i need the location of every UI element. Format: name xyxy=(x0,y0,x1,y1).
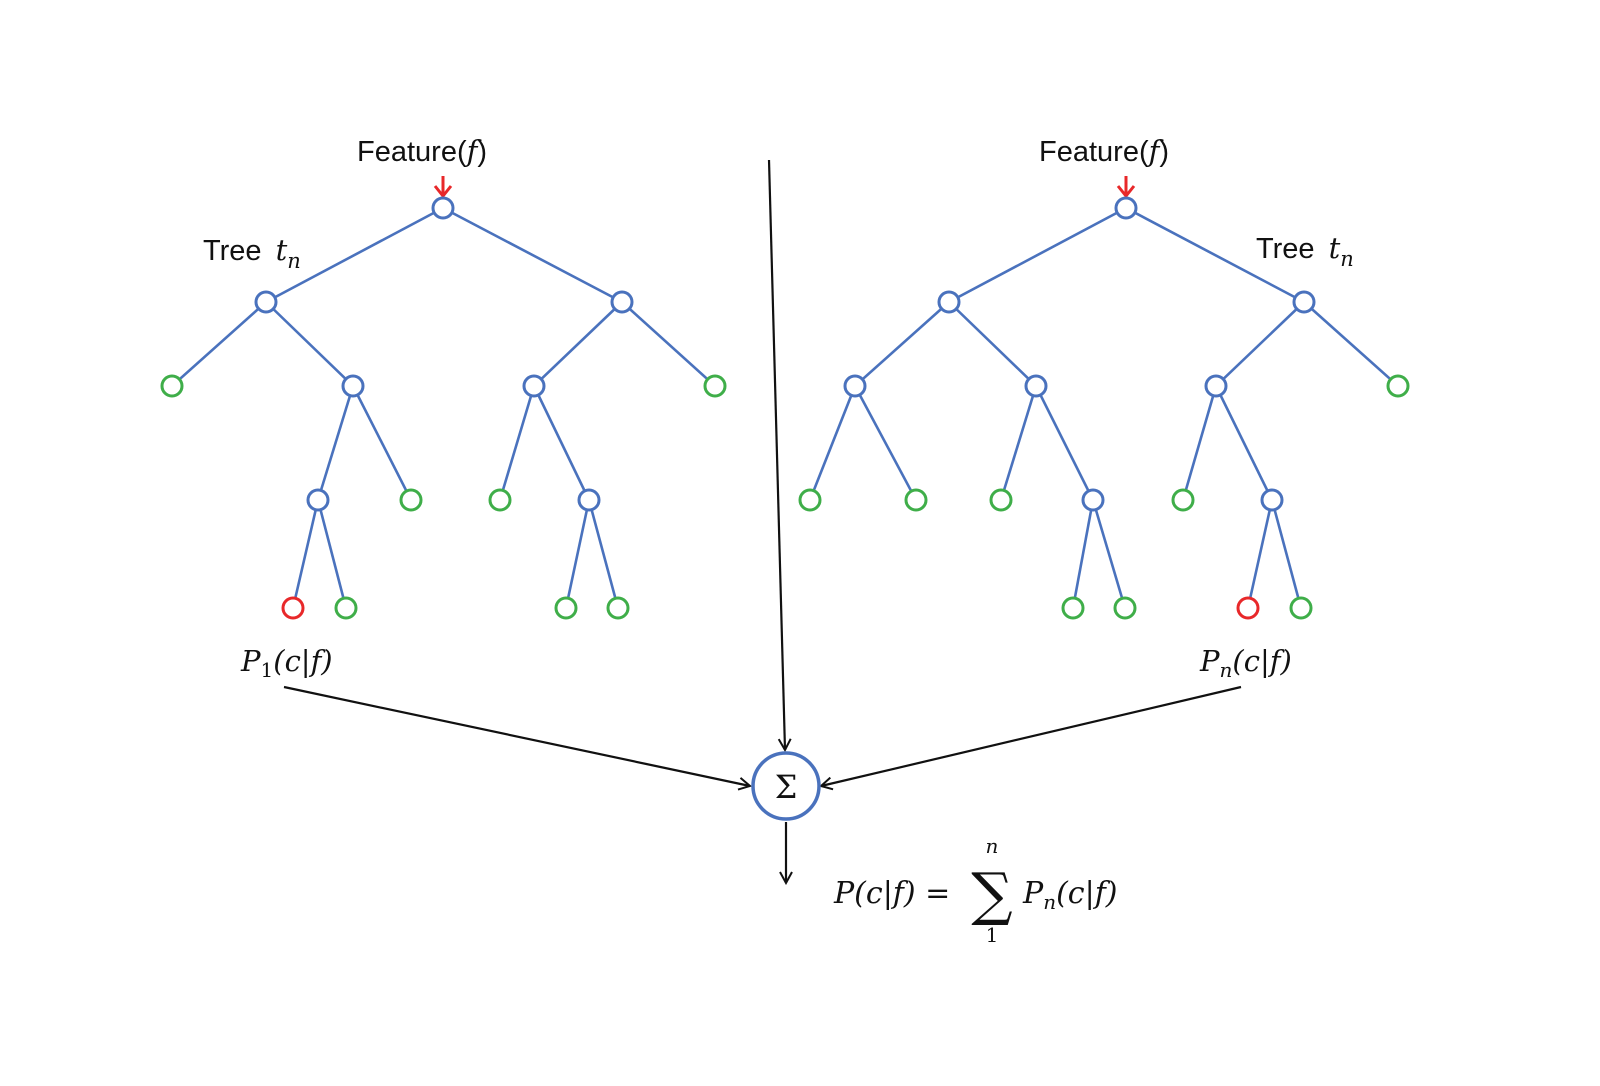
input-label-right: Feature(f) xyxy=(1039,134,1169,168)
aggregation: Σ xyxy=(283,159,1242,883)
arrow-left-to-sum xyxy=(283,685,750,786)
final-formula: P(c|f) = ∑ n 1 Pn(c|f) xyxy=(833,834,1118,947)
tree-node xyxy=(341,374,365,398)
formula-lower-limit: 1 xyxy=(986,923,999,947)
selected-leaf-node xyxy=(1236,596,1260,620)
sum-node xyxy=(751,751,821,821)
selected-leaf-node xyxy=(281,596,305,620)
leaf-node xyxy=(904,488,928,512)
leaf-node xyxy=(606,596,630,620)
divider-arrow xyxy=(767,159,785,750)
input-label-left: Feature(f) xyxy=(357,134,487,168)
tree-node xyxy=(1114,196,1138,220)
output-label-right: Pn(c|f) xyxy=(1199,644,1292,682)
tree-node xyxy=(254,290,278,314)
leaf-node xyxy=(1289,596,1313,620)
leaf-node xyxy=(1061,596,1085,620)
output-label-left: P1(c|f) xyxy=(240,644,333,682)
tree-nodes-right xyxy=(798,196,1410,620)
leaf-node xyxy=(1386,374,1410,398)
tree-node xyxy=(522,374,546,398)
tree-node xyxy=(1081,488,1105,512)
leaf-node xyxy=(989,488,1013,512)
formula-term: Pn(c|f) xyxy=(1022,876,1118,914)
leaf-node xyxy=(1113,596,1137,620)
leaf-node xyxy=(798,488,822,512)
formula-sum-sign: ∑ xyxy=(971,860,1012,928)
tree-node xyxy=(1204,374,1228,398)
tree-node xyxy=(1024,374,1048,398)
leaf-node xyxy=(399,488,423,512)
tree-node xyxy=(306,488,330,512)
tree-edges-left xyxy=(171,206,716,609)
tree-node xyxy=(937,290,961,314)
tree-node xyxy=(843,374,867,398)
tree-node xyxy=(1292,290,1316,314)
leaf-node xyxy=(1171,488,1195,512)
leaf-node xyxy=(554,596,578,620)
sum-symbol: Σ xyxy=(775,768,798,806)
input-arrow-right xyxy=(1116,176,1136,199)
tree-node xyxy=(610,290,634,314)
formula-upper-limit: n xyxy=(986,834,999,858)
leaf-node xyxy=(488,488,512,512)
tree-edges-right xyxy=(808,206,1399,609)
arrow-right-to-sum xyxy=(821,685,1242,786)
tree-node xyxy=(1260,488,1284,512)
tree-node xyxy=(577,488,601,512)
input-arrow-left xyxy=(433,176,453,199)
tree-nodes-left xyxy=(160,196,727,620)
leaf-node xyxy=(334,596,358,620)
leaf-node xyxy=(703,374,727,398)
tree-node xyxy=(431,196,455,220)
formula-lhs: P(c|f) = xyxy=(833,876,950,911)
leaf-node xyxy=(160,374,184,398)
